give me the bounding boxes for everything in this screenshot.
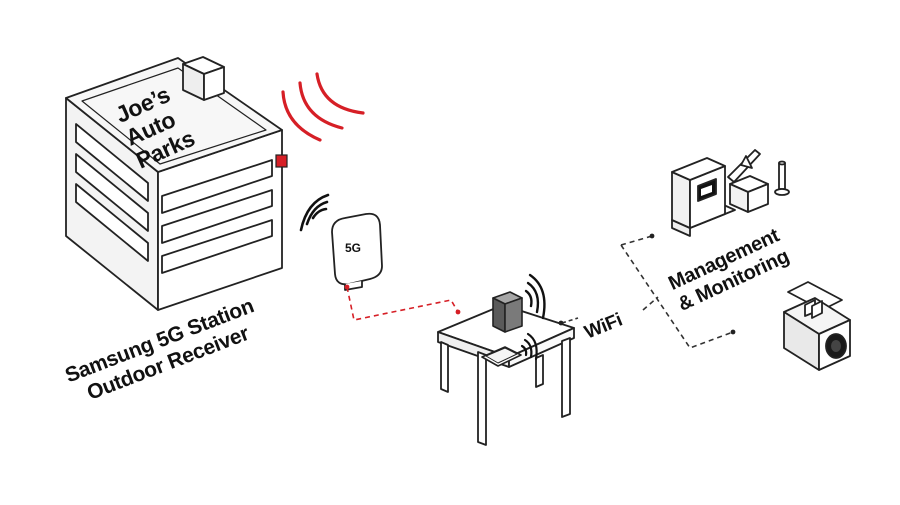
- signal-waves-icon: [299, 193, 330, 232]
- building-5g-node: [275, 154, 288, 168]
- barrier-gate-icon: [727, 149, 790, 213]
- network-links: [620, 235, 734, 349]
- signal-waves-icon: [524, 273, 546, 320]
- signal-waves-icon: [281, 72, 365, 142]
- signal-waves-icon: [520, 332, 538, 361]
- camera-icon: [783, 281, 851, 371]
- tablet-icon: [481, 346, 522, 367]
- parking-building: [65, 56, 283, 311]
- kiosk-icon: [671, 157, 736, 237]
- receiver-badge: 5G: [345, 241, 362, 255]
- wired-link: [346, 286, 459, 321]
- wifi-link: [561, 317, 579, 324]
- outdoor-receiver: [331, 212, 383, 291]
- wifi-router-icon: [492, 291, 523, 333]
